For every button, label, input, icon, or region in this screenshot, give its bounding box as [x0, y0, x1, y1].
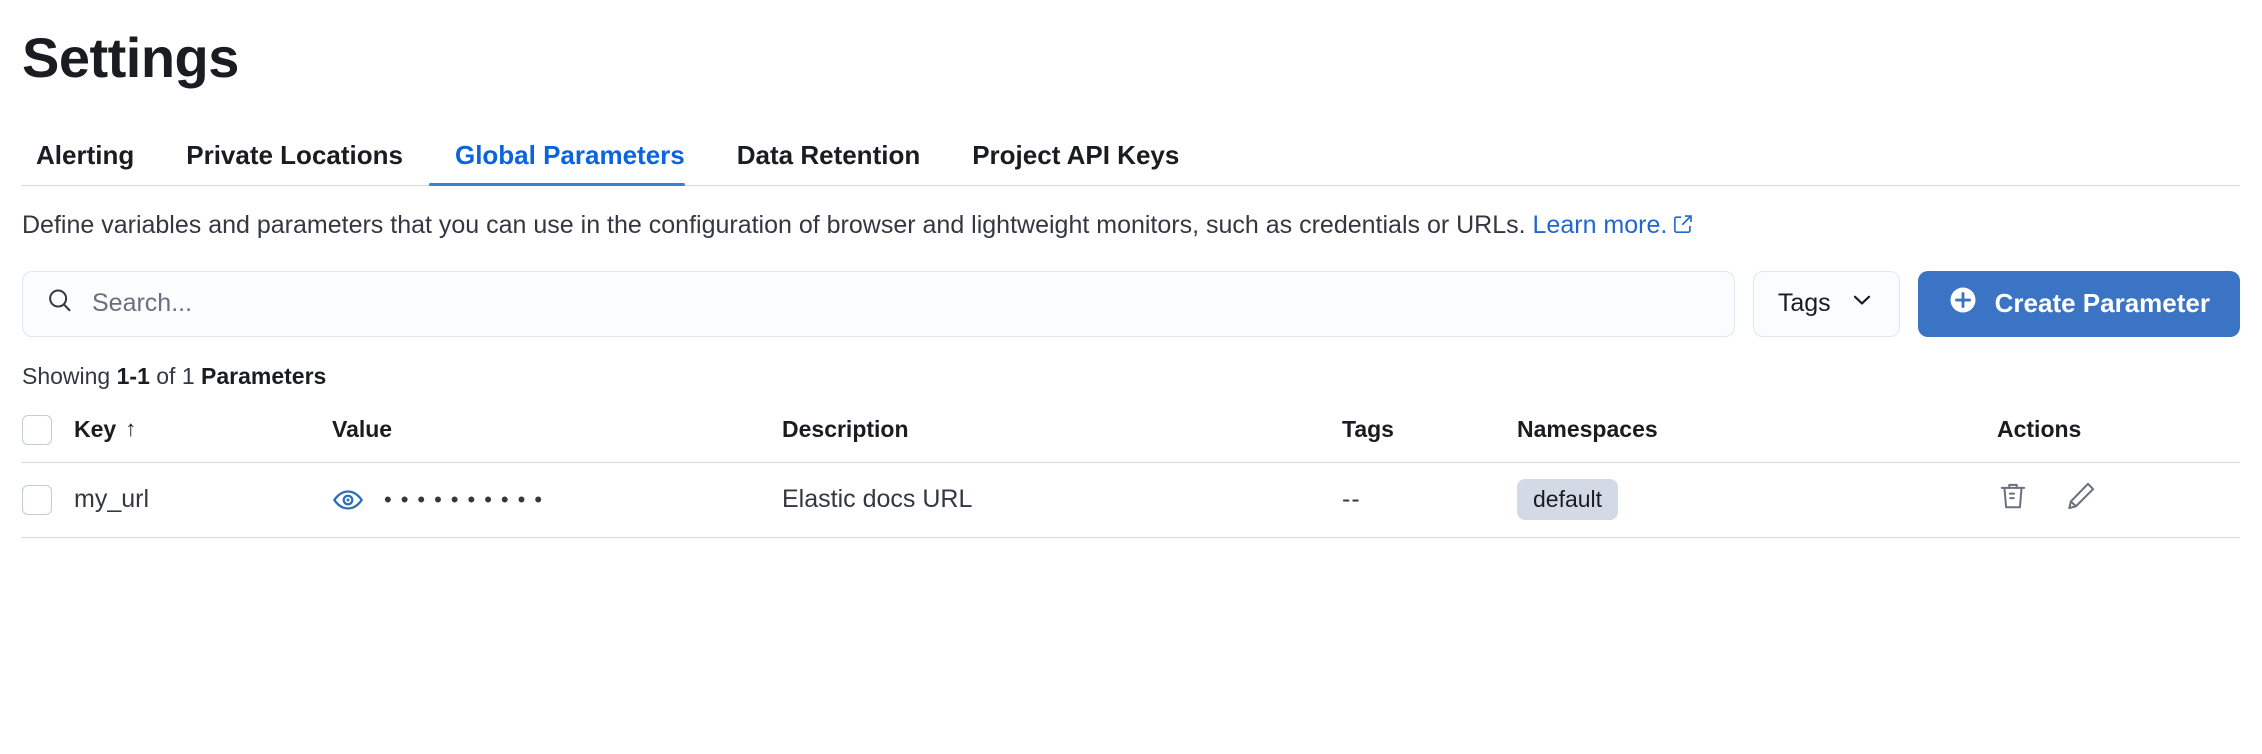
results-prefix: Showing	[22, 362, 117, 389]
plus-circle-icon	[1948, 285, 1978, 322]
tab-private-locations[interactable]: Private Locations	[186, 139, 403, 170]
header-value[interactable]: Value	[332, 403, 782, 463]
row-actions	[1997, 462, 2240, 538]
row-tags-value: --	[1342, 485, 1361, 514]
tab-data-retention[interactable]: Data Retention	[736, 139, 921, 170]
header-select-all	[22, 403, 74, 463]
namespace-badge: default	[1517, 478, 1619, 521]
row-key: my_url	[74, 462, 332, 538]
search-icon	[45, 286, 75, 321]
page-title: Settings	[22, 26, 239, 89]
parameters-table: Key ↑ Value Description Tags Namespaces A…	[22, 403, 2240, 538]
eye-icon[interactable]	[332, 484, 364, 516]
results-middle: of 1	[149, 362, 202, 389]
tab-project-api-keys[interactable]: Project API Keys	[972, 139, 1180, 170]
parameters-toolbar: Search... Tags Create Parameter	[22, 270, 2240, 337]
header-key[interactable]: Key ↑	[74, 403, 332, 463]
tab-global-parameters[interactable]: Global Parameters	[428, 142, 711, 186]
search-placeholder: Search...	[92, 289, 193, 318]
tab-alerting[interactable]: Alerting	[36, 139, 135, 170]
row-select-cell	[22, 462, 74, 538]
row-value-cell: ••••••••••	[332, 462, 782, 538]
delete-icon[interactable]	[1997, 480, 2029, 512]
header-key-label: Key	[74, 416, 117, 443]
learn-more-label: Learn more.	[1532, 210, 1668, 239]
row-checkbox[interactable]	[22, 484, 52, 515]
table-row[interactable]: my_url •••••••••• Elastic docs UR	[22, 462, 2240, 538]
row-tags: --	[1342, 462, 1517, 538]
edit-icon[interactable]	[2065, 480, 2097, 512]
row-namespaces: default	[1517, 462, 1997, 538]
header-actions: Actions	[1997, 403, 2240, 463]
header-tags[interactable]: Tags	[1342, 403, 1517, 463]
description-text: Define variables and parameters that you…	[22, 210, 1526, 239]
tags-filter-button[interactable]: Tags	[1752, 270, 1900, 337]
arrow-up-icon: ↑	[125, 416, 137, 442]
header-description[interactable]: Description	[782, 403, 1342, 463]
create-parameter-label: Create Parameter	[1994, 288, 2210, 319]
settings-tabs: Alerting Private Locations Global Parame…	[22, 125, 2240, 186]
row-description: Elastic docs URL	[782, 462, 1342, 538]
learn-more-link[interactable]: Learn more.	[1533, 211, 1668, 239]
external-link-icon	[1673, 209, 1693, 243]
header-namespaces[interactable]: Namespaces	[1517, 403, 1997, 463]
results-range: 1-1	[116, 362, 150, 389]
results-noun: Parameters	[201, 362, 327, 389]
table-header-row: Key ↑ Value Description Tags Namespaces A…	[22, 403, 2240, 463]
masked-value: ••••••••••	[384, 486, 552, 512]
chevron-down-icon	[1849, 287, 1875, 320]
page-description: Define variables and parameters that you…	[22, 208, 2222, 243]
create-parameter-button[interactable]: Create Parameter	[1917, 270, 2240, 337]
results-count: Showing 1-1 of 1 Parameters	[22, 363, 2240, 390]
select-all-checkbox[interactable]	[22, 414, 52, 445]
search-input[interactable]: Search...	[22, 270, 1735, 337]
tags-filter-label: Tags	[1777, 289, 1831, 318]
